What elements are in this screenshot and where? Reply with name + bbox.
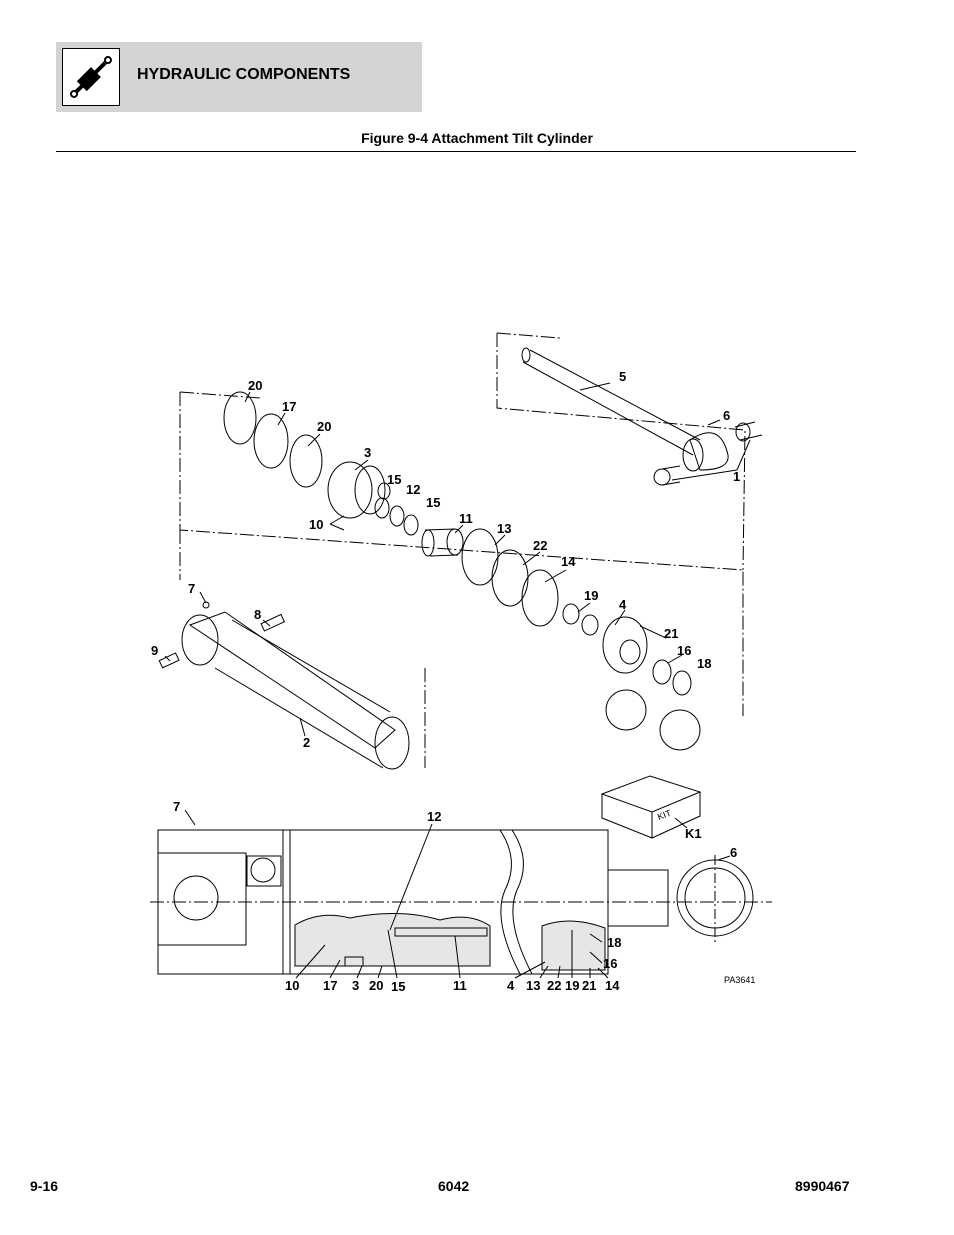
callout: 8 [254, 607, 261, 622]
callout: 19 [565, 978, 579, 993]
model-number: 6042 [438, 1178, 470, 1194]
callout: 15 [387, 472, 401, 487]
callout: 12 [406, 482, 420, 497]
callout: 2 [303, 735, 310, 750]
callout: 19 [584, 588, 598, 603]
kit-box-label: KIT [656, 808, 673, 822]
callout: 6 [730, 845, 737, 860]
callout: 15 [426, 495, 440, 510]
figure-title: Figure 9-4 Attachment Tilt Cylinder [361, 130, 593, 146]
callout: 21 [582, 978, 596, 993]
callout: 11 [459, 511, 473, 526]
callout: 1 [733, 469, 740, 484]
callout: 18 [697, 656, 711, 671]
callout: 4 [619, 597, 627, 612]
callout: 15 [391, 979, 405, 994]
callout: 14 [561, 554, 576, 569]
callout: 22 [547, 978, 561, 993]
callout: 7 [173, 799, 180, 814]
manual-number: 8990467 [795, 1178, 850, 1194]
callout: 12 [427, 809, 441, 824]
callout: 13 [526, 978, 540, 993]
callout: K1 [685, 826, 702, 841]
callout: 22 [533, 538, 547, 553]
section-title: HYDRAULIC COMPONENTS [137, 66, 351, 83]
callout: 13 [497, 521, 511, 536]
callout: 9 [151, 643, 158, 658]
hydraulic-cylinder-icon [62, 48, 120, 106]
callout: 16 [677, 643, 691, 658]
header-rule [56, 151, 856, 152]
callout: 17 [282, 399, 296, 414]
page-number: 9-16 [30, 1178, 59, 1194]
callout: 3 [364, 445, 371, 460]
callout: 6 [723, 408, 730, 423]
callout: 10 [285, 978, 299, 993]
callout: 10 [309, 517, 323, 532]
callout: 21 [664, 626, 678, 641]
callout: 4 [507, 978, 515, 993]
callout: 3 [352, 978, 359, 993]
callout: 14 [605, 978, 620, 993]
callout: 20 [248, 378, 262, 393]
callout: 18 [607, 935, 621, 950]
callout: 16 [603, 956, 617, 971]
callout: 11 [453, 978, 467, 993]
callout: 20 [317, 419, 331, 434]
callout: 7 [188, 581, 195, 596]
callout: 20 [369, 978, 383, 993]
callout: 5 [619, 369, 626, 384]
drawing-id: PA3641 [724, 975, 755, 985]
callout: 17 [323, 978, 337, 993]
